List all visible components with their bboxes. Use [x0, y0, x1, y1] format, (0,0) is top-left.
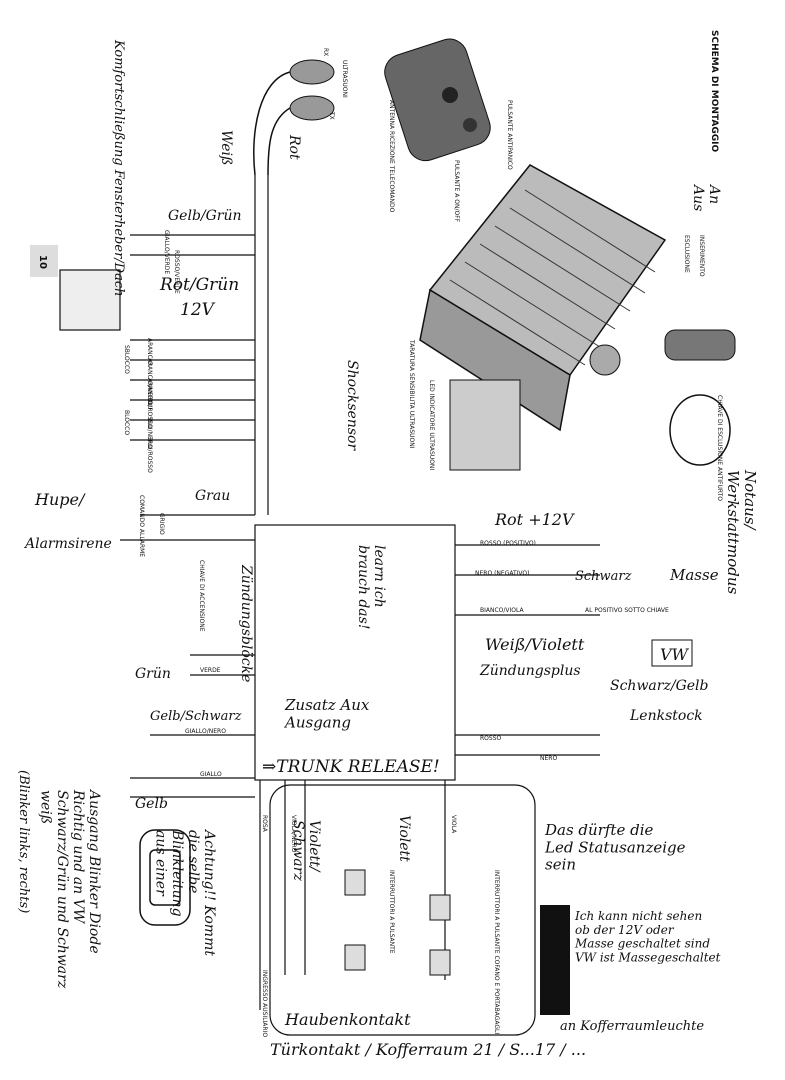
wire-blu: BLU	[146, 398, 153, 410]
main-harness	[120, 524, 600, 1036]
note-notaus: Notaus/Werkstattmodus	[724, 469, 759, 595]
handwritten-notes: AnAus Weiß Rot Gelb/Grün Rot/Grün 12V Sh…	[16, 39, 759, 1059]
note-vw-box	[651, 639, 693, 667]
label-taratura: TARATURA SENSIBILITA ULTRASUONI	[408, 339, 415, 449]
note-violett: Violett	[396, 815, 412, 862]
note-gelb-schwarz: Gelb/Schwarz	[150, 709, 242, 724]
note-learn: learn ichbrauch das!	[355, 545, 387, 629]
note-schwarz-gelb: Schwarz/Gelb	[610, 678, 709, 694]
label-pulsante-onoff: PULSANTE A ON/OFF	[453, 160, 460, 223]
label-interruttori: INTERRUTTORI A PULSANTE	[388, 870, 395, 954]
note-an-aus: AnAus	[690, 183, 722, 211]
note-blinker-left: (Blinker links, rechts)	[16, 770, 31, 913]
note-achtung: Achtung!! Kommtdie selbeBlinkleitungaus …	[153, 828, 217, 956]
label-sblocco: SBLOCCO	[123, 345, 130, 374]
label-ingresso-aux: INGRESSO AUSILIARIO	[261, 970, 268, 1037]
label-tx: TX	[328, 111, 335, 120]
note-hupe: Hupe/	[34, 490, 86, 509]
diagram-title: SCHEMA DI MONTAGGIO	[709, 30, 719, 152]
wire-giallo-nero: GIALLO/NERO	[185, 728, 226, 735]
page-number-box	[30, 245, 58, 277]
wire-rosso-right: ROSSO	[480, 735, 502, 742]
label-al-positivo: AL POSITIVO SOTTO CHIAVE	[585, 607, 669, 614]
note-12v: 12V	[180, 300, 216, 320]
wire-rosso-positivo: ROSSO (POSITIVO)	[480, 540, 536, 547]
wire-blu-rosso: BLU/ROSSO	[146, 438, 153, 473]
note-rot-gruen: Rot/Grün	[159, 275, 239, 295]
wire-rosso-verde: ROSSO/VERDE	[173, 250, 180, 294]
note-kofferraum: an Kofferraumleuchte	[560, 1019, 704, 1034]
wire-viola-nero: VIOLA/NERO	[290, 815, 297, 853]
wire-bianco-viola: BIANCO/VIOLA	[480, 607, 524, 614]
note-lenkstock: Lenkstock	[629, 708, 703, 724]
label-antenna: ANTENNA RICEZIONE TELECOMANDO	[388, 100, 395, 213]
wire-giallo: GIALLO	[200, 771, 222, 778]
left-wire-block	[59, 175, 269, 516]
door-switches	[344, 869, 451, 976]
label-rx: RX	[322, 48, 329, 56]
note-shocksensor: Shocksensor	[344, 360, 360, 451]
wire-blu-nero: BLU/NERO	[146, 418, 153, 449]
label-interruttori-cofano: INTERRUTTORI A PULSANTE COFANO E PORTABA…	[493, 870, 500, 1034]
note-masse: Masse	[669, 566, 719, 584]
wire-arancio-nero: ARANCIO/NERO	[146, 358, 153, 405]
scribble-blackout	[540, 905, 570, 1015]
ultrasound-sensors	[253, 59, 335, 176]
wire-rosa: ROSA	[261, 815, 268, 833]
wire-grigio: GRIGIO	[158, 513, 165, 535]
control-unit	[419, 164, 667, 471]
note-left-vertical: Komfortschließung Fensterheber/Dach	[111, 39, 126, 297]
wire-nero-negativo: NERO (NEGATIVO)	[475, 570, 529, 577]
note-gruen: Grün	[135, 666, 171, 682]
label-led-indicatore: LED INDICATORE ULTRASUONI	[428, 380, 435, 470]
label-blocco: BLOCCO	[123, 410, 130, 435]
remote-control	[384, 38, 491, 162]
page-number: 10	[37, 255, 48, 269]
note-weiss: Weiß	[218, 130, 234, 165]
key-fob	[589, 329, 736, 466]
car-outline	[139, 829, 191, 926]
wire-arancio: ARANCIO	[146, 338, 153, 366]
label-comando-allarme: COMANDO ALLARME	[138, 495, 145, 557]
note-ausgang-blinker: Ausgang Blinker DiodeRichtig und an VWSc…	[38, 788, 102, 989]
label-ultrasuoni: ULTRASUONI	[341, 60, 348, 98]
note-alarmsirene: Alarmsirene	[23, 536, 112, 552]
note-zuendung: Zündungsblöcke	[238, 564, 254, 682]
label-esclusione: ESCLUSIONE	[683, 235, 690, 273]
wire-giallo-verde: GIALLO/VERDE	[163, 230, 170, 274]
note-gelb-gruen: Gelb/Grün	[168, 208, 242, 224]
note-schwarz: Schwarz	[575, 569, 632, 584]
note-rot: Rot	[286, 134, 302, 160]
label-pulsante-antipanico: PULSANTE ANTIPANICO	[506, 100, 513, 170]
note-weiss-violett: Weiß/Violett	[485, 635, 585, 654]
note-rot-12v: Rot +12V	[494, 510, 575, 529]
label-inserimento: INSERIMENTO	[698, 235, 705, 277]
label-chiave-accensione: CHIAVE DI ACCENSIONE	[198, 560, 205, 632]
wire-labels-left: GIALLO/VERDE ROSSO/VERDE ARANCIO ARANCIO…	[123, 230, 180, 557]
note-trunk: ⇒TRUNK RELEASE!	[262, 757, 440, 777]
note-zuendungsplus: Zündungsplus	[479, 663, 581, 679]
note-haubenkontakt: Haubenkontakt	[284, 1010, 411, 1029]
wire-verde: VERDE	[200, 667, 221, 674]
note-tuerkontakt: Türkontakt / Kofferraum 21 / S...17 / ..…	[270, 1040, 586, 1059]
wire-viola: VIOLA	[450, 815, 457, 834]
note-violett-schwarz: Violett/Schwarz	[290, 820, 322, 881]
wire-labels-center: ROSSO (POSITIVO) NERO (NEGATIVO) BIANCO/…	[185, 540, 669, 1037]
note-gelb: Gelb	[135, 796, 168, 812]
wire-arancio-rosso: ARANCIO/ROSSO	[146, 378, 153, 429]
note-vw: VW	[660, 645, 690, 664]
label-chiave-esclusione: CHIAVE DI ESCLUSIONE ANTIFURTO	[716, 395, 723, 501]
note-grau: Grau	[195, 488, 230, 504]
wire-nero-right: NERO	[540, 755, 557, 762]
